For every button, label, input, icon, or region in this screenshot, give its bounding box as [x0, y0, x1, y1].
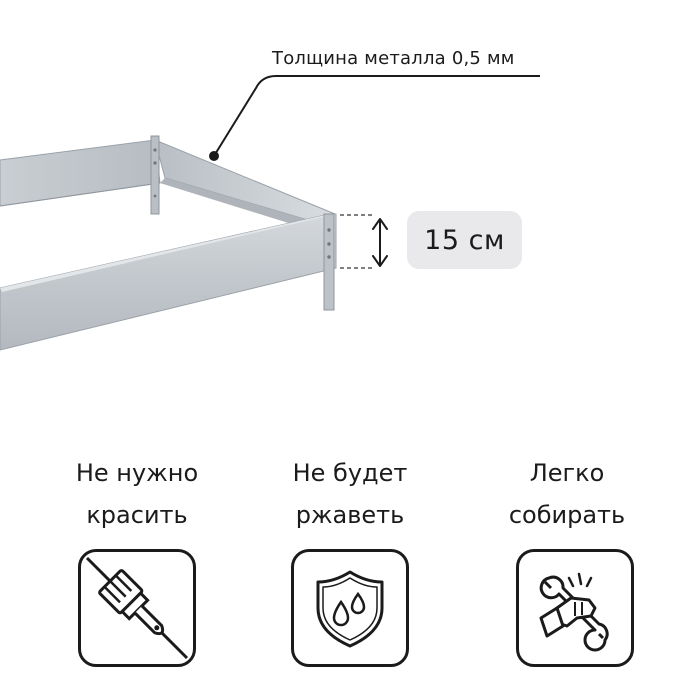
no-paint-tile	[78, 549, 196, 667]
water-shield-icon	[316, 570, 384, 648]
height-badge: 15 см	[407, 211, 522, 269]
feature-no-painting: Не нужно красить	[37, 452, 237, 536]
feature-title-line1: Не нужно	[75, 459, 199, 487]
easy-assembly-tile	[516, 549, 634, 667]
wrench-hand-icon	[539, 572, 609, 652]
feature-title-line2: ржаветь	[295, 501, 405, 529]
feature-title-line2: красить	[86, 501, 188, 529]
feature-title-line1: Не будет	[292, 459, 408, 487]
feature-title-line1: Легко	[529, 459, 605, 487]
feature-no-rust: Не будет ржаветь	[250, 452, 450, 536]
feature-easy-assembly: Легко собирать	[467, 452, 667, 536]
no-paint-brush-icon	[85, 556, 189, 660]
feature-title-line2: собирать	[508, 501, 626, 529]
metal-thickness-label: Толщина металла 0,5 мм	[272, 48, 515, 69]
no-rust-tile	[291, 549, 409, 667]
